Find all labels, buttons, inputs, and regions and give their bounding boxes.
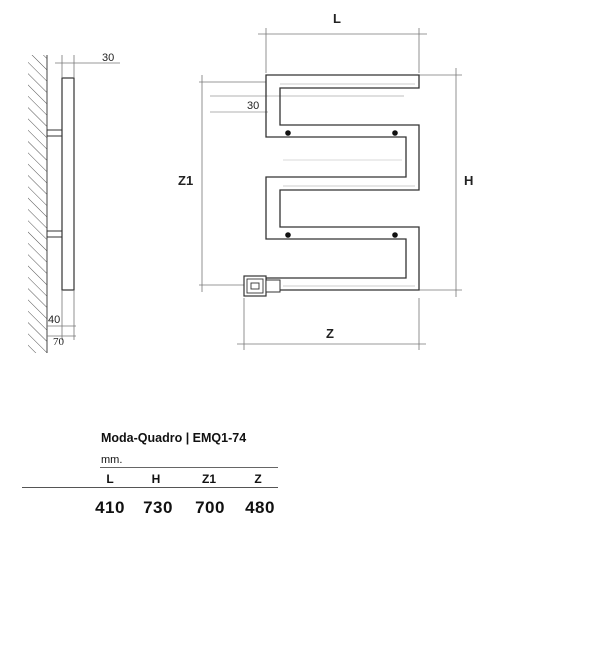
spec-header-Z1: Z1 — [201, 472, 216, 486]
dimension-L-label: L — [333, 11, 341, 26]
front-view: L H Z1 30 Z — [178, 11, 473, 350]
spec-title: Moda-Quadro | EMQ1-74 — [101, 431, 247, 445]
spec-value-Z: 480 — [245, 498, 275, 517]
rail-profile — [61, 77, 75, 291]
spec-header-Z: Z — [254, 472, 262, 486]
spec-value-H: 730 — [143, 498, 173, 517]
spec-header-H: H — [151, 472, 161, 486]
heating-connector-icon — [243, 275, 281, 297]
wall-hatching — [28, 55, 47, 353]
spec-header-L: L — [106, 472, 114, 486]
side-depth-label: 30 — [102, 52, 114, 64]
side-wall-label: 70 — [53, 336, 65, 348]
spec-value-Z1: 700 — [195, 498, 225, 517]
serpentine-rail-outer — [265, 74, 420, 291]
dimension-Z-label: Z — [326, 326, 334, 341]
inner-30-label: 30 — [247, 100, 259, 112]
mount-point — [285, 130, 291, 136]
dimension-Z1-label: Z1 — [178, 173, 193, 188]
mount-point — [392, 232, 398, 238]
spec-divider — [22, 487, 278, 488]
side-view: 30 40 70 — [28, 52, 120, 353]
wall-bracket-top — [46, 129, 63, 137]
mount-point — [392, 130, 398, 136]
spec-divider — [100, 467, 278, 468]
side-bracket-label: 40 — [48, 314, 60, 326]
wall-bracket-bottom — [46, 230, 63, 238]
spec-unit: mm. — [101, 454, 123, 466]
mount-point — [285, 232, 291, 238]
spec-value-L: 410 — [95, 498, 125, 517]
dimension-H-label: H — [464, 173, 473, 188]
